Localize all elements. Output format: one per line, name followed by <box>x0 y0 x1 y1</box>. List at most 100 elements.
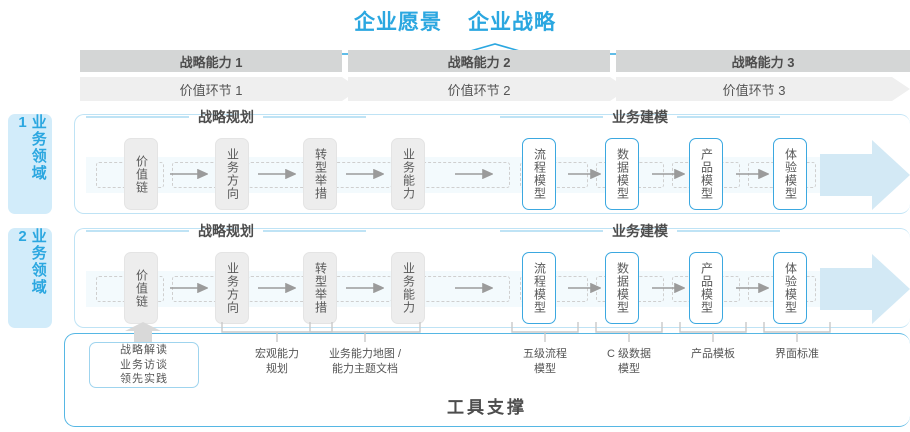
node-value-chain-1[interactable]: 价值链 <box>124 138 158 210</box>
node-transformation-measures-2[interactable]: 转型举措 <box>303 252 337 324</box>
section-header-strategy-1: 战略规划 <box>86 108 366 126</box>
section-title-modeling-1: 业务建模 <box>612 109 668 125</box>
section-header-modeling-1: 业务建模 <box>500 108 780 126</box>
tool-label-line-2: 模型 <box>534 362 556 375</box>
divider-line <box>500 116 603 118</box>
tool-label-process-model: 五级流程 模型 <box>508 347 582 377</box>
section-header-strategy-2: 战略规划 <box>86 222 366 240</box>
flow-arrow <box>568 283 601 293</box>
node-business-direction-1[interactable]: 业务方向 <box>215 138 249 210</box>
node-label: 流程模型 <box>532 148 547 200</box>
node-label: 体验模型 <box>783 262 798 314</box>
node-label: 转型举措 <box>313 262 328 314</box>
capability-label-3: 战略能力 3 <box>731 54 795 70</box>
node-label: 体验模型 <box>783 148 798 200</box>
node-value-chain-2[interactable]: 价值链 <box>124 252 158 324</box>
tool-label-product-template: 产品模板 <box>676 347 750 362</box>
tool-highlight-line-3: 领先实践 <box>120 373 168 386</box>
node-data-model-1[interactable]: 数据模型 <box>605 138 639 210</box>
title-enterprise-vision: 企业愿景 <box>354 11 442 34</box>
node-label: 转型举措 <box>313 148 328 200</box>
node-experience-model-1[interactable]: 体验模型 <box>773 138 807 210</box>
node-label: 产品模型 <box>699 262 714 314</box>
capability-bar-1[interactable]: 战略能力 1 <box>80 50 342 72</box>
divider-line <box>263 116 366 118</box>
node-product-model-1[interactable]: 产品模型 <box>689 138 723 210</box>
brace-ui-standard <box>763 322 831 342</box>
tool-highlight-line-2: 业务访谈 <box>120 358 168 371</box>
flow-arrow <box>652 169 685 179</box>
tool-label-capability-map: 业务能力地图 / 能力主题文档 <box>305 347 425 377</box>
value-link-chevrons <box>80 77 910 101</box>
capability-bar-3[interactable]: 战略能力 3 <box>616 50 910 72</box>
divider-line <box>500 230 603 232</box>
node-label: 数据模型 <box>615 148 630 200</box>
tool-label-line-2: 规划 <box>266 362 288 375</box>
flow-arrow <box>346 169 384 179</box>
tool-label-macro-capability: 宏观能力 规划 <box>217 347 337 377</box>
node-business-capability-2[interactable]: 业务能力 <box>391 252 425 324</box>
node-label: 业务方向 <box>225 262 240 314</box>
node-business-capability-1[interactable]: 业务能力 <box>391 138 425 210</box>
section-title-strategy-1: 战略规划 <box>198 109 254 125</box>
section-title-strategy-2: 战略规划 <box>198 223 254 239</box>
flow-arrow <box>455 283 493 293</box>
brace-product-template <box>679 322 747 342</box>
capability-label-1: 战略能力 1 <box>179 54 243 70</box>
node-business-direction-2[interactable]: 业务方向 <box>215 252 249 324</box>
domain-tab-label-2: 业务领域 2 <box>14 228 47 296</box>
divider-line <box>677 116 780 118</box>
capability-bar-2[interactable]: 战略能力 2 <box>348 50 610 72</box>
node-label: 业务方向 <box>225 148 240 200</box>
node-label: 业务能力 <box>401 148 416 200</box>
node-process-model-2[interactable]: 流程模型 <box>522 252 556 324</box>
node-product-model-2[interactable]: 产品模型 <box>689 252 723 324</box>
divider-line <box>263 230 366 232</box>
node-transformation-measures-1[interactable]: 转型举措 <box>303 138 337 210</box>
top-titles: 企业愿景 企业战略 <box>0 6 910 36</box>
tool-label-line-1: 业务能力地图 / <box>328 348 402 360</box>
section-title-modeling-2: 业务建模 <box>612 223 668 239</box>
flow-arrow <box>170 283 208 293</box>
node-label: 数据模型 <box>615 262 630 314</box>
sidebar-item-domain-1[interactable]: 业务领域 1 <box>8 114 52 214</box>
tool-support-frame <box>64 333 910 427</box>
divider-line <box>86 116 189 118</box>
divider-line <box>86 230 189 232</box>
flow-arrow <box>170 169 208 179</box>
node-label: 产品模型 <box>699 148 714 200</box>
flow-arrow <box>258 169 296 179</box>
tool-support-label: 工具支撑 <box>447 397 527 417</box>
node-data-model-2[interactable]: 数据模型 <box>605 252 639 324</box>
tool-highlight-line-1: 战略解读 <box>120 344 168 357</box>
flow-arrow <box>736 283 769 293</box>
tool-highlight-box[interactable]: 战略解读 业务访谈 领先实践 <box>89 342 199 388</box>
up-arrow-to-value-chain <box>125 322 161 342</box>
tool-label-line-1: C 级数据 <box>607 348 651 360</box>
node-label: 价值链 <box>134 154 149 194</box>
node-label: 业务能力 <box>401 262 416 314</box>
divider-line <box>677 230 780 232</box>
flow-arrow-head-1 <box>820 140 910 210</box>
value-link-label-3: 价值环节 3 <box>722 82 786 98</box>
flow-arrow <box>652 283 685 293</box>
brace-process-model <box>511 322 579 342</box>
flow-arrow <box>346 283 384 293</box>
tool-label-data-model: C 级数据 模型 <box>592 347 666 377</box>
sidebar-item-domain-2[interactable]: 业务领域 2 <box>8 228 52 328</box>
flow-arrow <box>455 169 493 179</box>
value-link-label-2: 价值环节 2 <box>447 82 511 98</box>
brace-capability-map <box>309 322 421 342</box>
node-experience-model-2[interactable]: 体验模型 <box>773 252 807 324</box>
node-label: 流程模型 <box>532 262 547 314</box>
tool-support-footer: 工具支撑 <box>64 392 910 418</box>
section-header-modeling-2: 业务建模 <box>500 222 780 240</box>
node-process-model-1[interactable]: 流程模型 <box>522 138 556 210</box>
brace-data-model <box>595 322 663 342</box>
title-enterprise-strategy: 企业战略 <box>468 11 556 34</box>
tool-label-line-1: 宏观能力 <box>255 348 299 360</box>
node-label: 价值链 <box>134 268 149 308</box>
flow-arrow-head-2 <box>820 254 910 324</box>
tool-label-line-2: 模型 <box>618 362 640 375</box>
